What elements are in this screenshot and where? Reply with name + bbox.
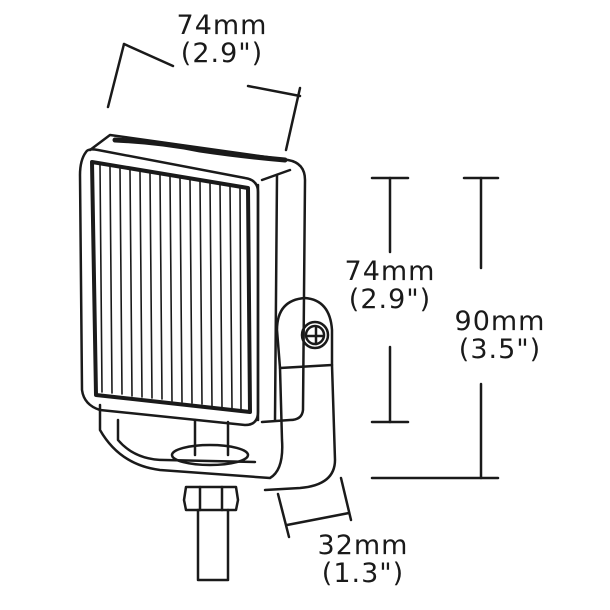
top-width-dimension-lines xyxy=(106,42,302,152)
depth-metric: 32mm xyxy=(317,530,409,561)
mounting-bracket xyxy=(98,296,337,492)
lens-height-label: 74mm (2.9") xyxy=(330,258,450,314)
depth-label: 32mm (1.3") xyxy=(303,532,423,588)
overall-height-metric: 90mm xyxy=(454,306,546,337)
top-width-label: 74mm (2.9") xyxy=(162,12,282,68)
lens-height-imperial: (2.9") xyxy=(348,284,432,315)
lens-height-dimension-lines xyxy=(370,176,410,424)
lens-height-metric: 74mm xyxy=(344,256,436,287)
overall-height-dimension-lines xyxy=(370,176,500,480)
lens xyxy=(78,148,260,427)
top-width-metric: 74mm xyxy=(176,10,268,41)
depth-dimension-lines xyxy=(276,476,353,539)
top-width-imperial: (2.9") xyxy=(180,38,264,69)
mounting-stud xyxy=(182,485,240,582)
overall-height-imperial: (3.5") xyxy=(458,334,542,365)
overall-height-label: 90mm (3.5") xyxy=(440,308,560,364)
depth-imperial: (1.3") xyxy=(321,558,405,589)
